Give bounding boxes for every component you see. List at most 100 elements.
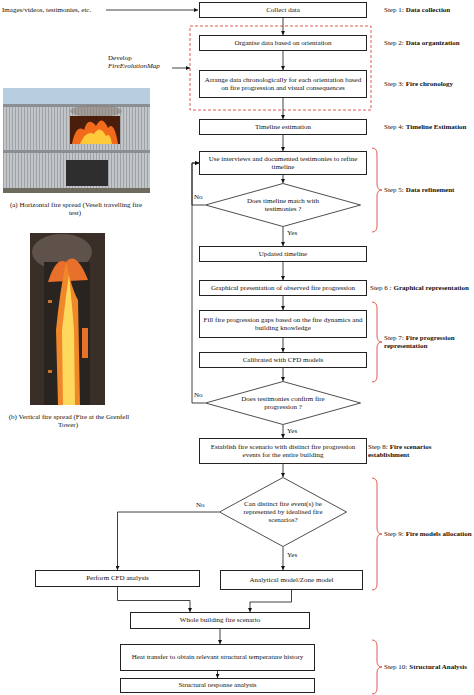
label-group: Step 8:Fire scenarios establishment: [368, 443, 472, 460]
step-title: Data refinement: [406, 186, 455, 194]
tower-block: [44, 262, 90, 405]
flow-arrow: [283, 51, 284, 70]
node-text: Analytical model/Zone model: [247, 576, 337, 584]
smoke: [70, 105, 122, 117]
label-group: Step 5:Data refinement: [384, 186, 472, 194]
burning-window: [70, 116, 120, 144]
step-bracket: [372, 148, 382, 232]
window-opening: [66, 160, 108, 186]
label-group: (a) Horizontal fire spread (Veseli trave…: [2, 201, 150, 218]
process-box: Structural response analysis: [120, 678, 315, 693]
label-group: Step 9:Fire models allocation: [384, 530, 472, 538]
flame: [72, 120, 118, 144]
flow-arrow: [283, 18, 284, 35]
label-group: Step 2:Data organization: [384, 39, 472, 47]
step-number: Step 10:: [384, 663, 407, 671]
lit-window: [84, 340, 88, 343]
process-box: Collect data: [199, 2, 367, 18]
process-box: Use interviews and documented testimonie…: [199, 151, 367, 175]
process-box: Whole building fire scenario: [130, 612, 310, 629]
step-number: Step 6 :: [370, 284, 391, 292]
lit-window: [48, 300, 52, 303]
step-bracket: [372, 640, 382, 694]
label-group: Step 3:Fire chronology: [384, 80, 472, 88]
branch-label: Yes: [287, 230, 297, 237]
node-text: Fill fire progression gaps based on the …: [200, 316, 366, 332]
floor-band: [3, 150, 150, 153]
flame-column: [56, 262, 80, 405]
step-number: Step 8:: [368, 443, 388, 451]
diamond-outline: [220, 478, 347, 547]
step-title: Fire chronology: [406, 80, 453, 88]
step-number: Step 4:: [384, 123, 404, 131]
step-number: Step 9:: [384, 530, 404, 538]
branch-label: No: [194, 392, 203, 399]
label-group: Step 1:Data collection: [384, 6, 472, 14]
node-text: Timeline estimation: [252, 123, 314, 131]
flow-arrow: [118, 587, 191, 612]
flow-arrow: [283, 464, 284, 477]
process-box: Perform CFD analysis: [35, 570, 200, 587]
step-number: Step 1:: [384, 6, 404, 14]
flow-arrow: [283, 175, 284, 183]
flow-arrow: [283, 98, 284, 119]
process-box: Establish fire scenario with distinct fi…: [199, 438, 367, 464]
annotation-text: (b) Vertical fire spread (Fire at the Gr…: [9, 413, 130, 429]
node-text: Whole building fire scenario: [177, 616, 263, 624]
photo-sky: [3, 88, 150, 193]
flame: [48, 259, 88, 282]
decision-diamond: Does testimonies confirm fire progressio…: [205, 381, 361, 425]
node-text: Perform CFD analysis: [83, 574, 152, 582]
night-sky: [30, 233, 105, 405]
step-number: Step 5:: [384, 186, 404, 194]
node-text: Organise data based on orientation: [231, 39, 334, 47]
flow-arrow: [283, 338, 284, 352]
node-text: Graphical presentation of observed fire …: [208, 284, 358, 292]
lit-window: [48, 370, 52, 373]
node-text: Establish fire scenario with distinct fi…: [200, 443, 366, 459]
node-text: Updated timeline: [256, 250, 310, 258]
branch-label: Yes: [287, 552, 297, 559]
flow-arrow: [192, 163, 205, 205]
label-group: Step 7:Fire progression representation: [384, 334, 472, 351]
process-box: Organise data based on orientation: [199, 35, 367, 51]
input-arrow: [106, 10, 198, 11]
step-title: Structural Analysis: [409, 663, 467, 671]
flow-arrow: [250, 590, 292, 612]
annotation-text: Develop: [108, 54, 176, 62]
branch-label: Yes: [287, 428, 297, 435]
step-title: Timeline Estimation: [406, 123, 467, 131]
process-box: Analytical model/Zone model: [220, 570, 363, 590]
node-text: Can distinct fire event(s) be represente…: [243, 500, 322, 524]
input-arrow: [172, 68, 190, 69]
annotation-text: (a) Horizontal fire spread (Veseli trave…: [10, 201, 142, 217]
step-title: Data organization: [406, 39, 460, 47]
flame-core: [62, 275, 75, 405]
step-bracket: [372, 478, 382, 590]
smoke: [32, 234, 92, 270]
flow-arrow: [118, 512, 220, 570]
process-box: Updated timeline: [199, 246, 367, 262]
node-text: Use interviews and documented testimonie…: [200, 155, 366, 171]
annotation-text: FireEvolutionMap: [108, 62, 178, 70]
label-group: Step 10:Structural Analysis: [384, 663, 472, 671]
flow-arrow: [217, 671, 218, 678]
node-text: Structural response analysis: [175, 681, 259, 689]
node-text: Calibrated with CFD models: [240, 356, 327, 364]
ground: [3, 188, 150, 193]
step-title: Data collection: [406, 6, 451, 14]
node-text: Heat transfer to obtain relevant structu…: [129, 653, 307, 661]
flame: [82, 328, 88, 358]
process-box: Heat transfer to obtain relevant structu…: [120, 644, 315, 671]
label-group: Step 4:Timeline Estimation: [384, 123, 472, 131]
process-box: Fill fire progression gaps based on the …: [199, 310, 367, 338]
node-text: Does testimonies confirm fire progressio…: [235, 395, 332, 411]
node-text: Arrange data chronologically for each or…: [200, 76, 366, 92]
flow-arrow: [283, 547, 284, 570]
step-bracket: [372, 302, 382, 382]
flow-arrow: [220, 629, 221, 644]
flow-arrow: [283, 262, 284, 280]
decision-diamond: Can distinct fire event(s) be represente…: [219, 477, 347, 547]
